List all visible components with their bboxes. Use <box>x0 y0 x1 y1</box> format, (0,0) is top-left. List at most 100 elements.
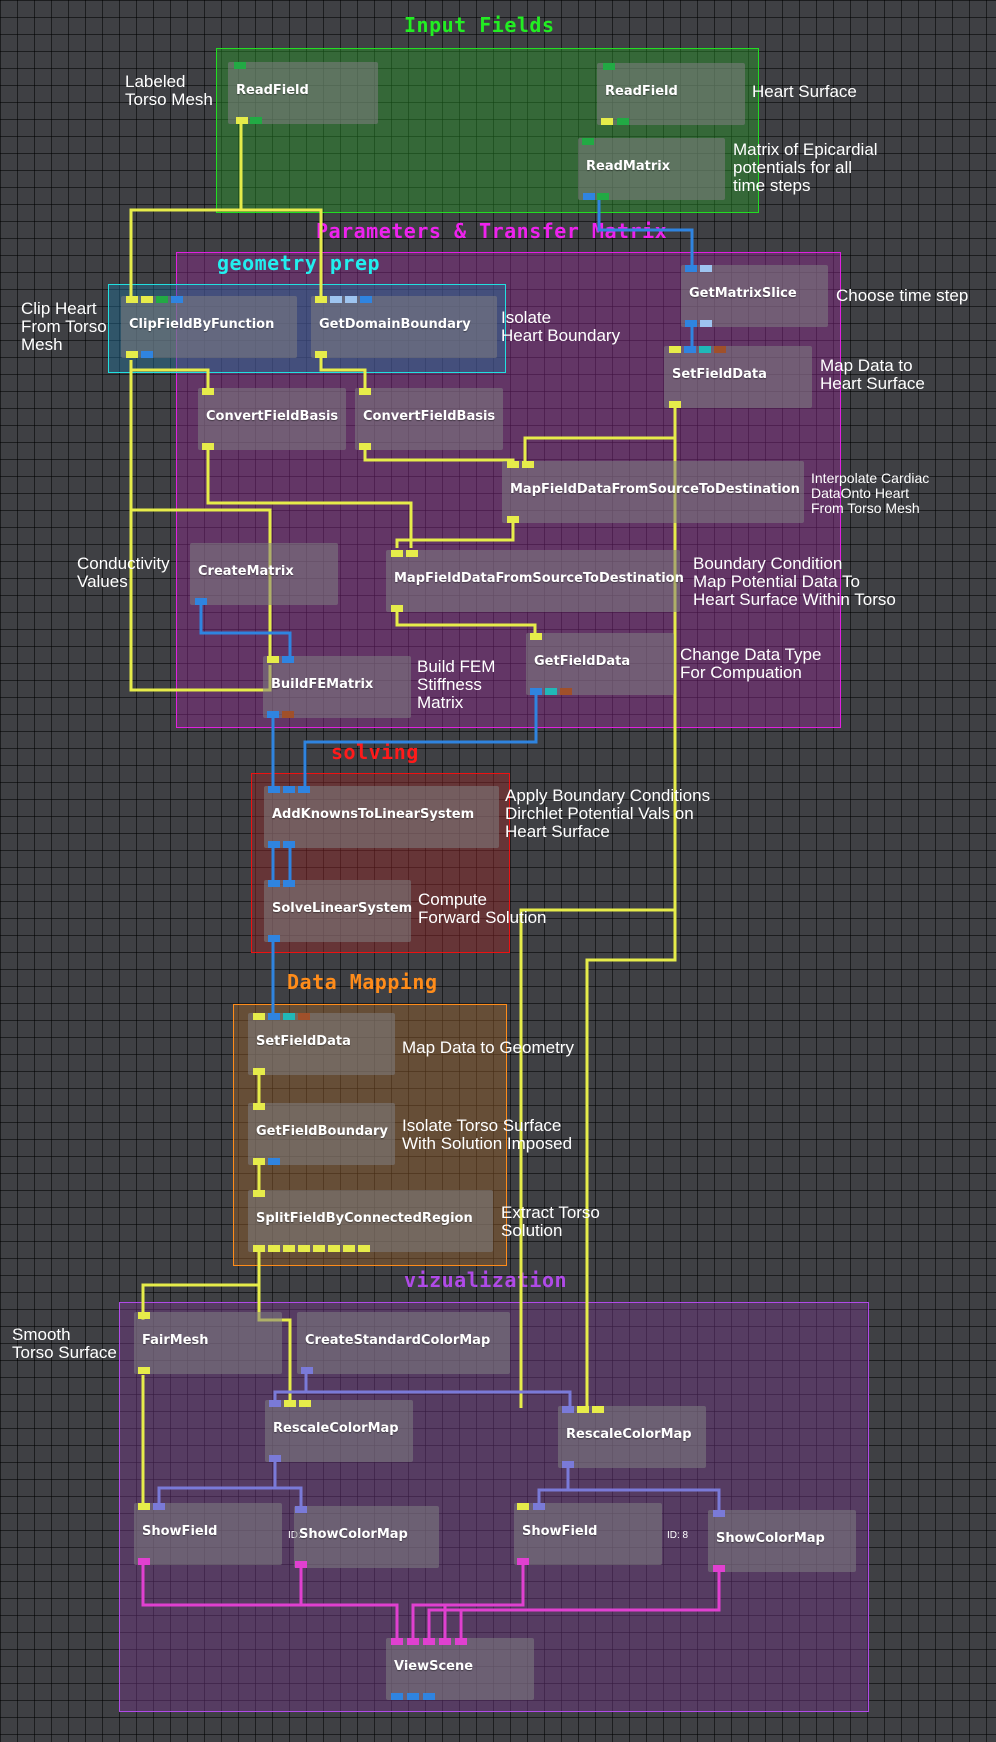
port[interactable] <box>268 1158 280 1165</box>
port[interactable] <box>562 1406 574 1413</box>
port[interactable] <box>601 118 613 125</box>
port[interactable] <box>298 1013 310 1020</box>
port[interactable] <box>359 443 371 450</box>
port[interactable] <box>253 1245 265 1252</box>
port[interactable] <box>253 1013 265 1020</box>
port[interactable] <box>253 1190 265 1197</box>
port[interactable] <box>268 1245 280 1252</box>
port[interactable] <box>582 138 594 145</box>
port[interactable] <box>268 935 280 942</box>
module-showcolormap-1[interactable]: ShowColorMap <box>294 1506 439 1568</box>
port[interactable] <box>283 841 295 848</box>
port[interactable] <box>597 193 609 200</box>
port[interactable] <box>268 786 280 793</box>
port[interactable] <box>423 1638 435 1645</box>
port[interactable] <box>202 443 214 450</box>
module-clipfieldbyfunction[interactable]: ClipFieldByFunction <box>121 296 297 358</box>
port[interactable] <box>138 1558 150 1565</box>
module-readmatrix[interactable]: ReadMatrix <box>578 138 725 200</box>
port[interactable] <box>423 1693 435 1700</box>
port[interactable] <box>202 388 214 395</box>
port[interactable] <box>126 296 138 303</box>
port[interactable] <box>617 118 629 125</box>
module-showcolormap-2[interactable]: ShowColorMap <box>708 1510 856 1572</box>
port[interactable] <box>603 63 615 70</box>
port[interactable] <box>517 1558 529 1565</box>
port[interactable] <box>138 1367 150 1374</box>
module-getmatrixslice[interactable]: GetMatrixSlice <box>681 265 828 327</box>
port[interactable] <box>391 1638 403 1645</box>
port[interactable] <box>253 1068 265 1075</box>
module-showfield-2[interactable]: ShowField <box>514 1503 662 1565</box>
port[interactable] <box>282 656 294 663</box>
module-splitfieldbyconnectedregion[interactable]: SplitFieldByConnectedRegion <box>248 1190 493 1252</box>
module-getfielddata[interactable]: GetFieldData <box>526 633 674 695</box>
port[interactable] <box>284 1400 296 1407</box>
module-buildfematrix[interactable]: BuildFEMatrix <box>263 656 411 718</box>
port[interactable] <box>253 1103 265 1110</box>
port[interactable] <box>439 1638 451 1645</box>
module-rescalecolormap-1[interactable]: RescaleColorMap <box>265 1400 413 1462</box>
port[interactable] <box>138 1503 150 1510</box>
port[interactable] <box>685 320 697 327</box>
port[interactable] <box>699 346 711 353</box>
module-setfielddata-heart[interactable]: SetFieldData <box>664 346 812 408</box>
port[interactable] <box>714 346 726 353</box>
port[interactable] <box>268 880 280 887</box>
port[interactable] <box>299 1400 311 1407</box>
port[interactable] <box>171 296 183 303</box>
port[interactable] <box>315 351 327 358</box>
module-showfield-1[interactable]: ShowField <box>134 1503 282 1565</box>
module-convertfieldbasis-1[interactable]: ConvertFieldBasis <box>198 388 346 450</box>
port[interactable] <box>343 1245 355 1252</box>
port[interactable] <box>253 1158 265 1165</box>
module-rescalecolormap-2[interactable]: RescaleColorMap <box>558 1406 706 1468</box>
module-solvelinearsystem[interactable]: SolveLinearSystem <box>264 880 412 942</box>
port[interactable] <box>391 1693 403 1700</box>
port[interactable] <box>234 62 246 69</box>
port[interactable] <box>267 711 279 718</box>
port[interactable] <box>153 1503 165 1510</box>
port[interactable] <box>268 841 280 848</box>
module-readfield-torso[interactable]: ReadField <box>228 62 378 124</box>
port[interactable] <box>533 1503 545 1510</box>
port[interactable] <box>358 1245 370 1252</box>
port[interactable] <box>517 1503 529 1510</box>
port[interactable] <box>315 296 327 303</box>
port[interactable] <box>283 1245 295 1252</box>
port[interactable] <box>713 1565 725 1572</box>
port[interactable] <box>507 516 519 523</box>
port[interactable] <box>283 786 295 793</box>
port[interactable] <box>407 1693 419 1700</box>
port[interactable] <box>391 605 403 612</box>
port[interactable] <box>269 1400 281 1407</box>
port[interactable] <box>138 1312 150 1319</box>
port[interactable] <box>156 296 168 303</box>
port[interactable] <box>406 550 418 557</box>
port[interactable] <box>250 117 262 124</box>
port[interactable] <box>684 346 696 353</box>
port[interactable] <box>282 711 294 718</box>
module-mapfielddata-interpolate[interactable]: MapFieldDataFromSourceToDestination <box>502 461 804 523</box>
port[interactable] <box>283 1013 295 1020</box>
port[interactable] <box>298 1245 310 1252</box>
port[interactable] <box>391 550 403 557</box>
port[interactable] <box>407 1638 419 1645</box>
module-addknownstolinearsystem[interactable]: AddKnownsToLinearSystem <box>264 786 499 848</box>
port[interactable] <box>530 633 542 640</box>
port[interactable] <box>669 346 681 353</box>
port[interactable] <box>562 1461 574 1468</box>
port[interactable] <box>560 688 572 695</box>
port[interactable] <box>328 1245 340 1252</box>
port[interactable] <box>359 388 371 395</box>
port[interactable] <box>301 1367 313 1374</box>
port[interactable] <box>195 598 207 605</box>
port[interactable] <box>700 320 712 327</box>
module-readfield-heart[interactable]: ReadField <box>597 63 745 125</box>
port[interactable] <box>126 351 138 358</box>
module-fairmesh[interactable]: FairMesh <box>134 1312 282 1374</box>
module-createstandardcolormap[interactable]: CreateStandardColorMap <box>297 1312 510 1374</box>
port[interactable] <box>236 117 248 124</box>
port[interactable] <box>360 296 372 303</box>
